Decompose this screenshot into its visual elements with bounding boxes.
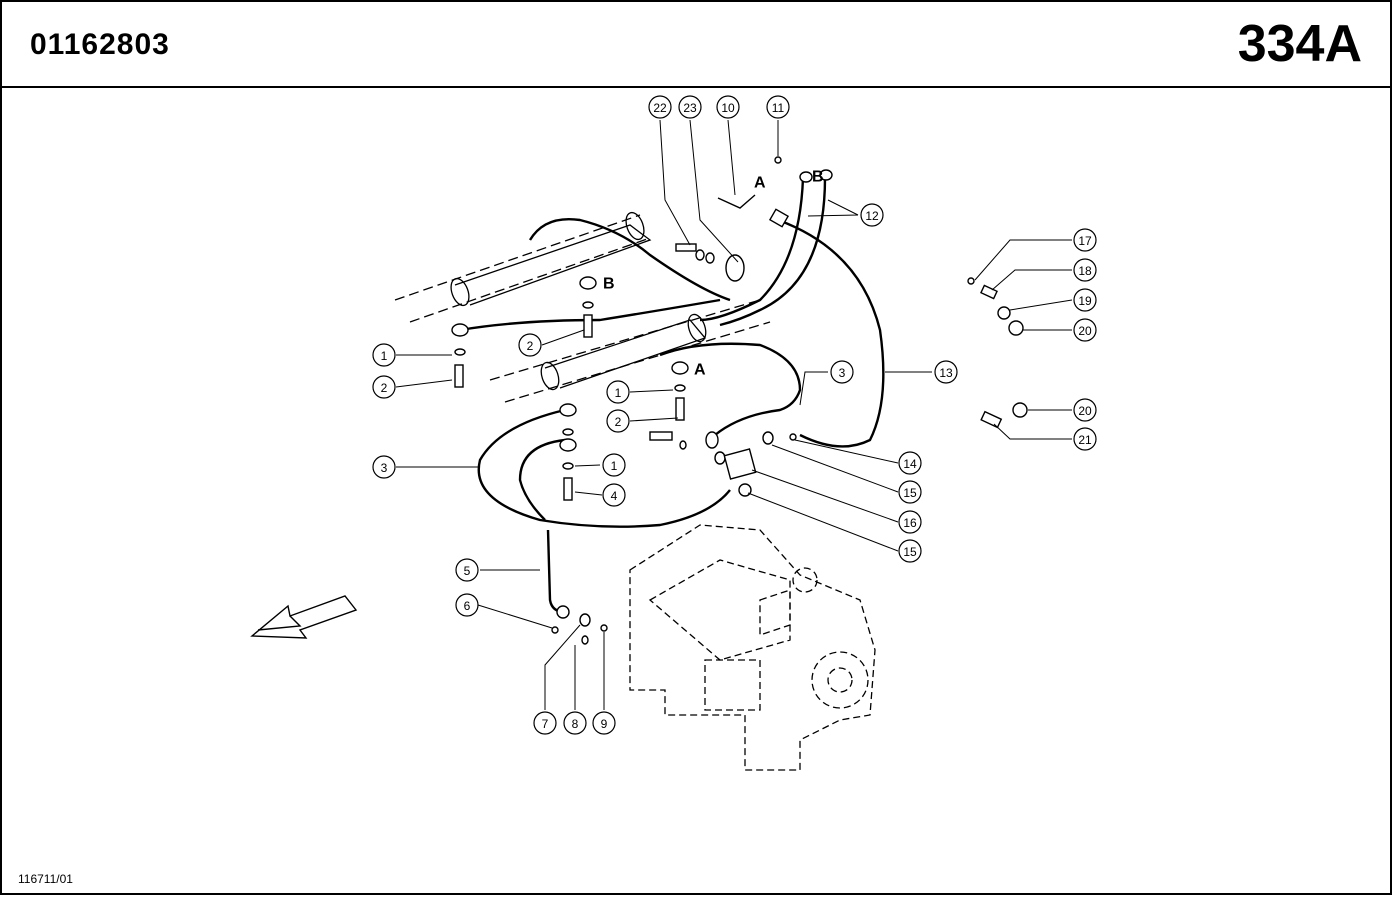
callout-2a: 2 (372, 375, 396, 399)
svg-text:23: 23 (683, 101, 697, 115)
callout-21: 21 (1073, 427, 1097, 451)
callout-3b: 3 (372, 455, 396, 479)
header-left-cell: 01162803 (0, 0, 224, 86)
leader-lines (395, 119, 1073, 710)
svg-text:8: 8 (572, 717, 579, 731)
svg-text:11: 11 (772, 101, 785, 115)
svg-text:17: 17 (1078, 234, 1092, 248)
svg-text:1: 1 (615, 386, 622, 400)
svg-text:2: 2 (381, 381, 388, 395)
callout-14: 14 (898, 451, 922, 475)
callout-20b: 20 (1073, 398, 1097, 422)
svg-text:15: 15 (903, 486, 917, 500)
callout-11: 11 (766, 95, 790, 119)
svg-text:2: 2 (527, 339, 534, 353)
port-label-a-top: A (754, 175, 766, 192)
svg-text:20: 20 (1078, 324, 1092, 338)
port-label-b-top: B (812, 169, 824, 186)
callout-16: 16 (898, 510, 922, 534)
upper-cylinder (394, 211, 652, 323)
callout-18: 18 (1073, 258, 1097, 282)
callouts: 1 2 2 1 2 3 3 1 4 5 6 7 8 9 22 23 10 11 … (372, 95, 1097, 735)
svg-text:4: 4 (611, 489, 618, 503)
svg-text:12: 12 (865, 209, 879, 223)
svg-text:20: 20 (1078, 404, 1092, 418)
callout-8: 8 (563, 711, 587, 735)
callout-6: 6 (455, 593, 479, 617)
port-label-a-mid: A (694, 362, 706, 379)
svg-text:10: 10 (721, 101, 735, 115)
callout-1b: 1 (606, 380, 630, 404)
svg-text:19: 19 (1078, 294, 1092, 308)
callout-1c: 1 (602, 453, 626, 477)
callout-13: 13 (934, 360, 958, 384)
callout-17: 17 (1073, 228, 1097, 252)
callout-22: 22 (648, 95, 672, 119)
svg-text:21: 21 (1078, 433, 1092, 447)
svg-text:15: 15 (903, 545, 917, 559)
hoses (459, 177, 885, 614)
callout-1a: 1 (372, 343, 396, 367)
port-labels: A B B A (603, 169, 824, 379)
svg-text:16: 16 (903, 516, 917, 530)
svg-text:18: 18 (1078, 264, 1092, 278)
page-code: 334A (1237, 15, 1362, 73)
svg-text:2: 2 (615, 415, 622, 429)
svg-text:13: 13 (939, 366, 953, 380)
callout-10: 10 (716, 95, 740, 119)
callout-4: 4 (602, 483, 626, 507)
svg-text:3: 3 (839, 366, 846, 380)
direction-arrow (250, 595, 358, 639)
header-right-cell: 334A (1238, 0, 1392, 86)
svg-text:1: 1 (381, 349, 388, 363)
lower-cylinder (489, 299, 771, 403)
drawing-reference: 116711/01 (18, 872, 73, 886)
callout-2b: 2 (518, 333, 542, 357)
port-label-b-mid: B (603, 276, 615, 293)
fittings (451, 156, 1028, 645)
svg-text:22: 22 (653, 101, 667, 115)
svg-text:6: 6 (464, 599, 471, 613)
svg-text:9: 9 (601, 717, 608, 731)
callout-20a: 20 (1073, 318, 1097, 342)
svg-text:14: 14 (903, 457, 917, 471)
pump-assembly (629, 524, 876, 771)
callout-3a: 3 (830, 360, 854, 384)
callout-9: 9 (592, 711, 616, 735)
callout-7: 7 (533, 711, 557, 735)
callout-15a: 15 (898, 480, 922, 504)
callout-5: 5 (455, 558, 479, 582)
svg-text:1: 1 (611, 459, 618, 473)
svg-text:5: 5 (464, 564, 471, 578)
svg-text:3: 3 (381, 461, 388, 475)
svg-text:7: 7 (542, 717, 549, 731)
callout-23: 23 (678, 95, 702, 119)
callout-12: 12 (860, 203, 884, 227)
callout-15b: 15 (898, 539, 922, 563)
document-number: 01162803 (30, 28, 170, 61)
header-divider (0, 86, 1392, 88)
callout-19: 19 (1073, 288, 1097, 312)
callout-2c: 2 (606, 409, 630, 433)
